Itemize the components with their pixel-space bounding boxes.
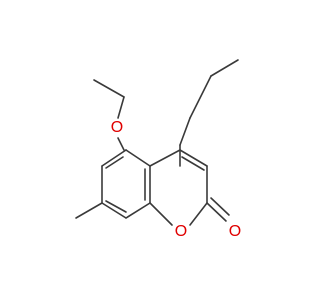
c4-c3-double-bond	[181, 156, 205, 171]
o-c5-bond	[117, 137, 125, 151]
c5-c6-bond	[101, 149, 127, 167]
c5-c4a-bond	[125, 149, 151, 167]
butyl-bond-2	[189, 75, 212, 119]
c2-o1-bond	[189, 202, 208, 226]
butyl-terminal-bond	[210, 59, 239, 77]
carbonyl-bond-b	[210, 197, 230, 216]
c7-c8-double-bond	[105, 200, 127, 213]
ether-oxygen-label: O	[111, 119, 123, 136]
butyl-bond-3	[179, 117, 191, 146]
molecule-canvas: O O O	[75, 59, 241, 240]
carbonyl-oxygen-label: O	[229, 223, 241, 240]
c4a-c4-bond	[149, 149, 181, 167]
c8a-o1-bond	[149, 202, 173, 226]
c8-c8a-bond	[125, 202, 151, 219]
ethyl-ch3-bond	[93, 79, 125, 98]
bond-group	[75, 59, 239, 226]
c5-c6-double-bond	[105, 156, 124, 169]
carbonyl-bond-a	[206, 202, 227, 222]
c7-c8-bond	[101, 202, 127, 219]
molecule-structure-diagram: O O O	[75, 59, 241, 240]
ethyl-ch2-o-bond	[117, 96, 125, 119]
c4-c3-bond	[179, 149, 208, 167]
ring-oxygen-label: O	[175, 223, 187, 240]
methyl-bond	[75, 202, 103, 219]
